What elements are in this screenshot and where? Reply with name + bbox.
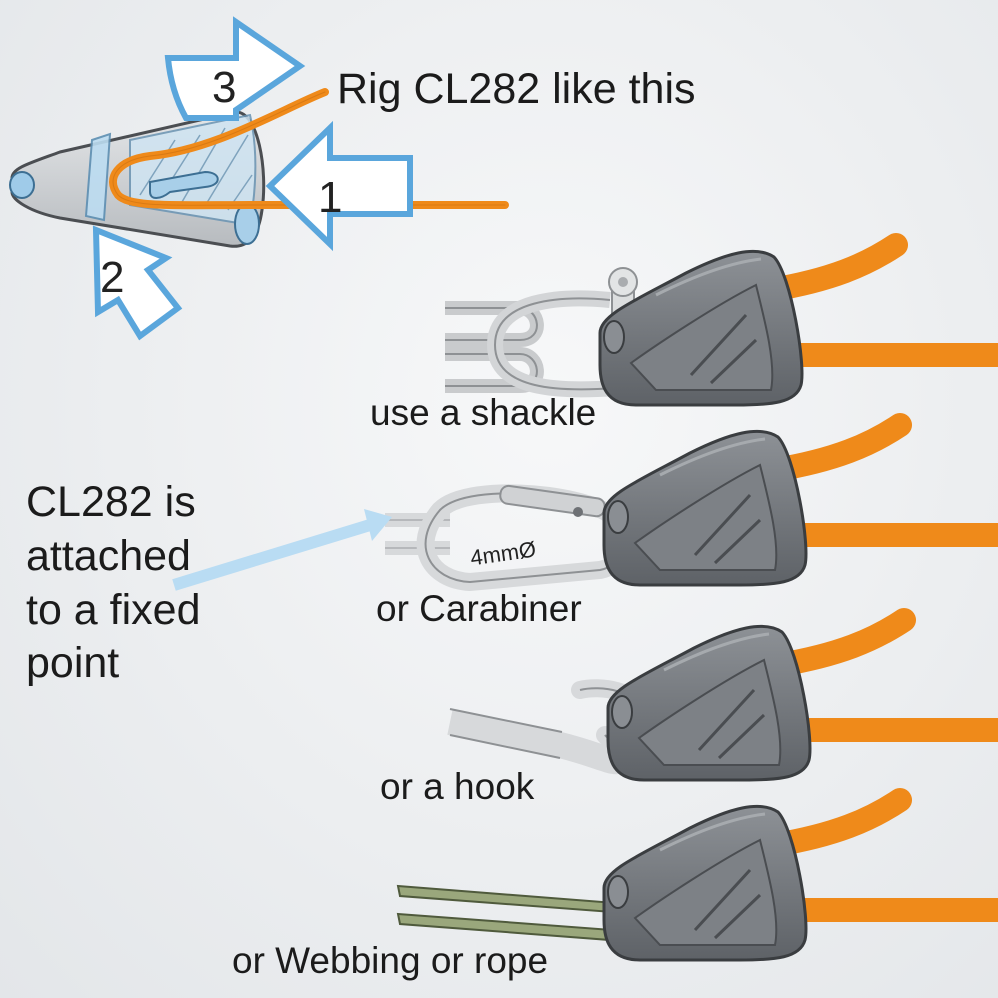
step-arrow-2 bbox=[92, 225, 183, 341]
carabiner-option: 4mmØ bbox=[385, 425, 998, 585]
caption-webbing: or Webbing or rope bbox=[232, 940, 549, 981]
webbing-option bbox=[396, 800, 998, 960]
caption-carabiner: or Carabiner bbox=[376, 588, 582, 629]
shackle-option bbox=[445, 245, 998, 405]
step-2-label: 2 bbox=[100, 253, 124, 302]
step-arrow-1 bbox=[265, 120, 413, 252]
hook-option bbox=[447, 620, 998, 780]
fixed-point-pointer bbox=[172, 509, 392, 591]
step-1-label: 1 bbox=[318, 173, 342, 222]
carabiner-marking: 4mmØ bbox=[469, 536, 538, 570]
caption-hook: or a hook bbox=[380, 766, 535, 807]
caption-shackle: use a shackle bbox=[370, 392, 597, 433]
step-arrow-3 bbox=[164, 16, 306, 121]
diagram-title: Rig CL282 like this bbox=[337, 65, 696, 113]
side-note: CL282 is attached to a fixed point bbox=[26, 478, 201, 688]
rigging-detail: 1 2 3 bbox=[9, 16, 509, 341]
step-3-label: 3 bbox=[212, 63, 236, 112]
